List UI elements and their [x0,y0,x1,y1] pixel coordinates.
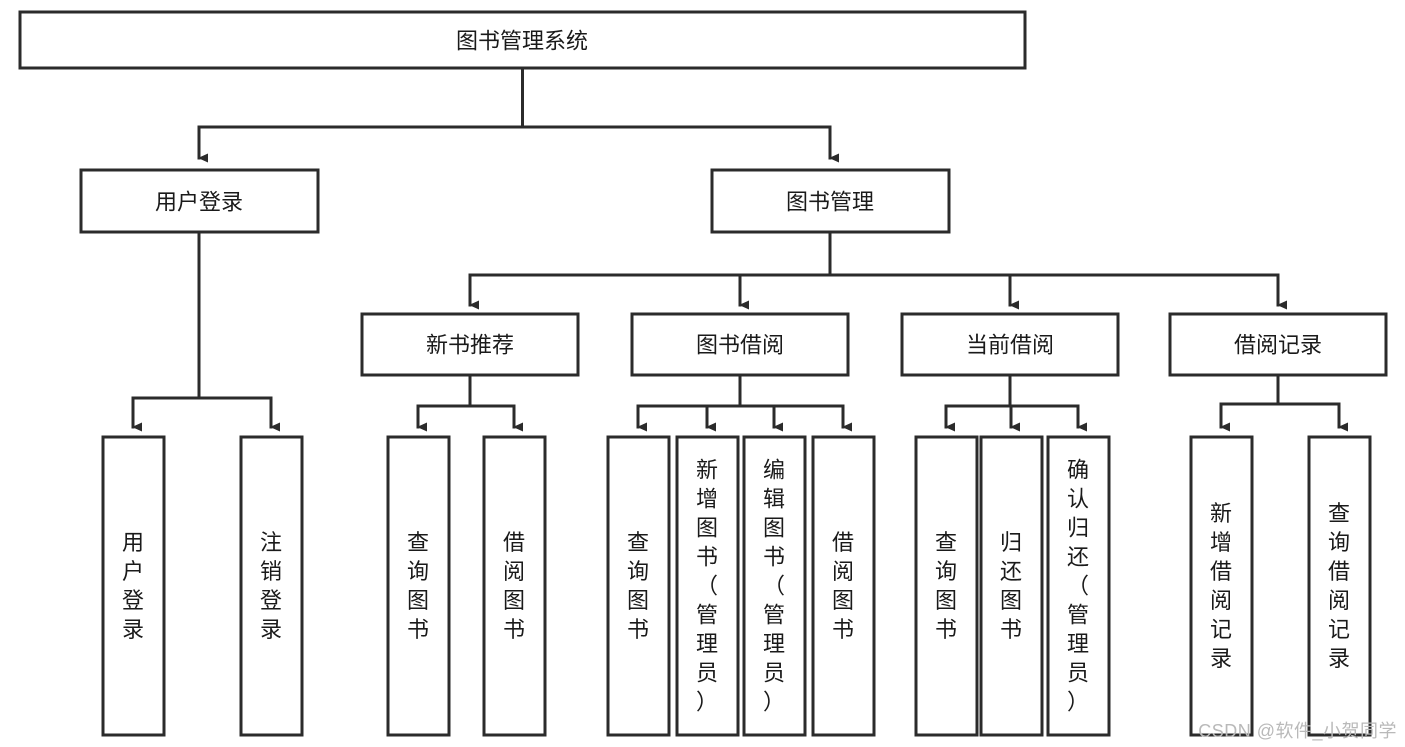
node-book-manage-label: 图书管理 [786,190,874,215]
node-new-book-rec-label: 新书推荐 [426,333,514,358]
node-leaf-query-book-3-label: 查询图书 [935,530,957,642]
node-leaf-edit-book-label: 编辑图书（管理员） [763,458,785,715]
node-new-book-rec[interactable]: 新书推荐 [360,312,580,377]
node-leaf-borrow-book-2[interactable]: 借阅图书 [811,435,876,737]
node-leaf-user-login-label: 用户登录 [122,530,144,642]
node-book-manage[interactable]: 图书管理 [710,168,951,234]
node-leaf-query-book-1-label: 查询图书 [407,530,429,642]
connector-group-current-borrow [944,373,1087,432]
node-leaf-return-book-label: 归还图书 [1000,530,1022,642]
node-leaf-add-record-label: 新增借阅记录 [1210,501,1232,671]
connector-group-new-book-rec [416,373,523,432]
node-leaf-confirm-return-label: 确认归还（管理员） [1067,458,1089,715]
node-leaf-borrow-book-1[interactable]: 借阅图书 [482,435,547,737]
csdn-watermark: CSDN @软件_小贺同学 [1198,721,1397,741]
node-leaf-query-record-label: 查询借阅记录 [1328,501,1350,671]
node-leaf-confirm-return[interactable]: 确认归还（管理员） [1046,435,1111,737]
node-leaf-query-record[interactable]: 查询借阅记录 [1307,435,1372,737]
node-leaf-query-book-1[interactable]: 查询图书 [386,435,451,737]
node-leaf-query-book-2[interactable]: 查询图书 [606,435,671,737]
node-borrow-record-label: 借阅记录 [1234,333,1322,358]
connector-group-user-login [131,230,280,432]
node-current-borrow[interactable]: 当前借阅 [900,312,1120,377]
node-current-borrow-label: 当前借阅 [966,333,1054,358]
node-leaf-edit-book[interactable]: 编辑图书（管理员） [742,435,807,737]
connector-group-borrow-record [1219,373,1348,432]
node-borrow-record[interactable]: 借阅记录 [1168,312,1388,377]
node-leaf-user-login[interactable]: 用户登录 [101,435,166,737]
node-root-label: 图书管理系统 [456,29,588,54]
node-book-borrow[interactable]: 图书借阅 [630,312,850,377]
connector-group-root [197,66,839,163]
node-book-borrow-label: 图书借阅 [696,333,784,358]
connector-group-book-manage [468,230,1287,310]
node-user-login-label: 用户登录 [155,190,243,215]
node-leaf-add-record[interactable]: 新增借阅记录 [1189,435,1254,737]
node-user-login[interactable]: 用户登录 [79,168,320,234]
node-leaf-query-book-2-label: 查询图书 [627,530,649,642]
connector-group-book-borrow [636,373,852,432]
node-leaf-borrow-book-1-label: 借阅图书 [503,530,525,642]
node-leaf-logout-label: 注销登录 [260,530,282,642]
node-leaf-query-book-3[interactable]: 查询图书 [914,435,979,737]
node-leaf-borrow-book-2-label: 借阅图书 [832,530,854,642]
node-leaf-return-book[interactable]: 归还图书 [979,435,1044,737]
node-leaf-add-book-label: 新增图书（管理员） [696,458,718,715]
node-root[interactable]: 图书管理系统 [18,10,1027,70]
node-leaf-add-book[interactable]: 新增图书（管理员） [675,435,740,737]
node-leaf-logout[interactable]: 注销登录 [239,435,304,737]
